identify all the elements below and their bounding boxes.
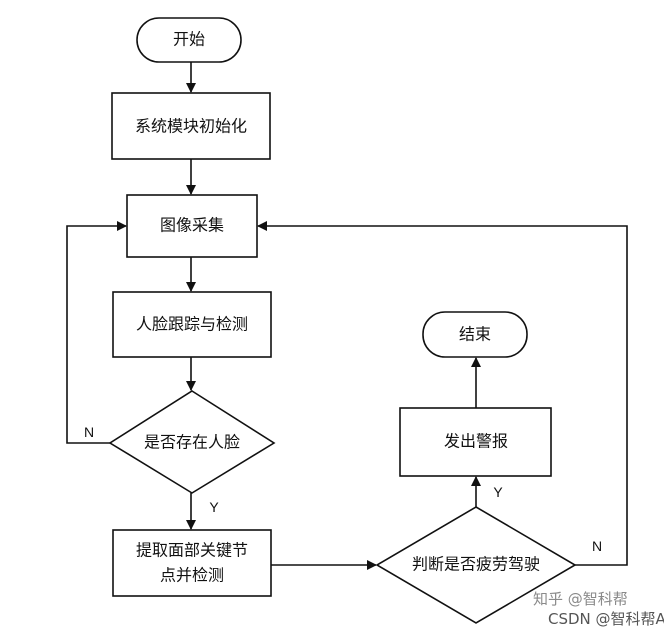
face-no-label: N <box>84 424 94 440</box>
face-track-box <box>112 291 272 358</box>
capture-label: 图像采集 <box>160 216 224 235</box>
fatigue-decision <box>375 506 577 624</box>
start-label: 开始 <box>173 30 205 49</box>
face-yes-label: Y <box>209 499 219 515</box>
edge-fatigue-no-loop <box>257 221 628 566</box>
capture-box <box>126 194 258 258</box>
start-terminal <box>136 17 242 63</box>
fatigue-yes-label: Y <box>493 484 503 500</box>
edge-no-face-loop <box>66 221 127 444</box>
extract-label-line2: 点并检测 <box>160 566 224 585</box>
watermark-csdn: CSDN @智科帮AI <box>548 610 664 628</box>
watermark-zhihu: 知乎 @智科帮 <box>533 590 628 608</box>
has-face-decision <box>108 390 276 494</box>
face-track-label: 人脸跟踪与检测 <box>136 315 248 334</box>
fatigue-label: 判断是否疲劳驾驶 <box>412 555 540 574</box>
extract-box <box>112 529 272 597</box>
init-label: 系统模块初始化 <box>135 117 247 136</box>
has-face-label: 是否存在人脸 <box>144 433 240 452</box>
init-box <box>111 92 271 160</box>
extract-label-line1: 提取面部关键节 <box>136 541 248 560</box>
fatigue-no-label: N <box>592 538 602 554</box>
end-label: 结束 <box>459 325 491 344</box>
alarm-label: 发出警报 <box>444 432 508 451</box>
